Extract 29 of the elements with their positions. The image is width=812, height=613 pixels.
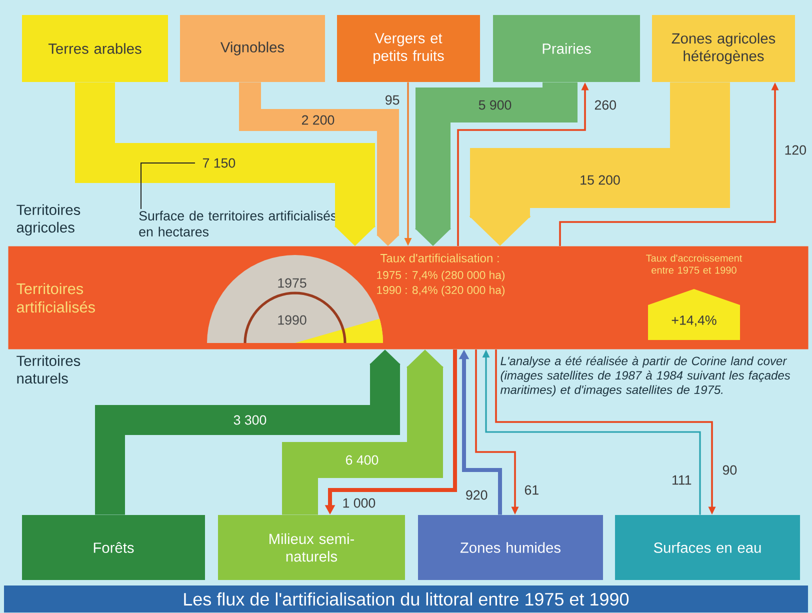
- edge-label: 1 000: [340, 496, 378, 510]
- leader-line: [140, 162, 196, 210]
- rate-value: 1975 : 7,4% (280 000 ha): [377, 270, 504, 282]
- category-box: Vignobles: [180, 15, 325, 82]
- category-box: Vergers et petits fruits: [337, 15, 480, 82]
- value-badge: +14,4%: [648, 289, 740, 340]
- category-box: Surfaces en eau: [615, 515, 800, 580]
- category-box: Prairies: [493, 15, 640, 82]
- edge-label: 15 200: [578, 173, 622, 187]
- category-box: Terres arables: [22, 15, 168, 82]
- section-label: Territoires agricoles: [16, 204, 80, 236]
- title-banner: Les flux de l'artificialisation du littoral entre 1975 et 1990: [4, 586, 808, 612]
- edge-label: 7 150: [200, 156, 238, 170]
- rate-value: 1990 : 8,4% (320 000 ha): [377, 286, 504, 296]
- section-label: Territoires naturels: [16, 355, 80, 384]
- badge-caption: Taux d'accroissement entre 1975 et 1990: [646, 254, 742, 274]
- edge-label: 3 300: [231, 413, 269, 427]
- category-box: Forêts: [22, 515, 205, 580]
- edge-label: 5 900: [476, 98, 514, 112]
- edge-label: 6 400: [343, 453, 381, 467]
- leader-caption: Surface de territoires artificialisés en hectares: [139, 210, 337, 237]
- category-box: Milieux semi-naturels: [218, 515, 405, 580]
- category-box: Zones humides: [418, 515, 603, 580]
- edge-label: 2 200: [299, 113, 337, 127]
- year-label: 1990: [278, 315, 306, 325]
- note-text: L'analyse a été réalisée à partir de Corine land cover (images satellites de 1987 à 1984 suivant les façades maritimes) et d'images satellites de 1975.: [500, 356, 790, 396]
- rate-heading: Taux d'artificialisation :: [380, 254, 499, 262]
- category-box: Zones agricoles hétérogènes: [652, 15, 796, 82]
- year-label: 1975: [278, 278, 306, 288]
